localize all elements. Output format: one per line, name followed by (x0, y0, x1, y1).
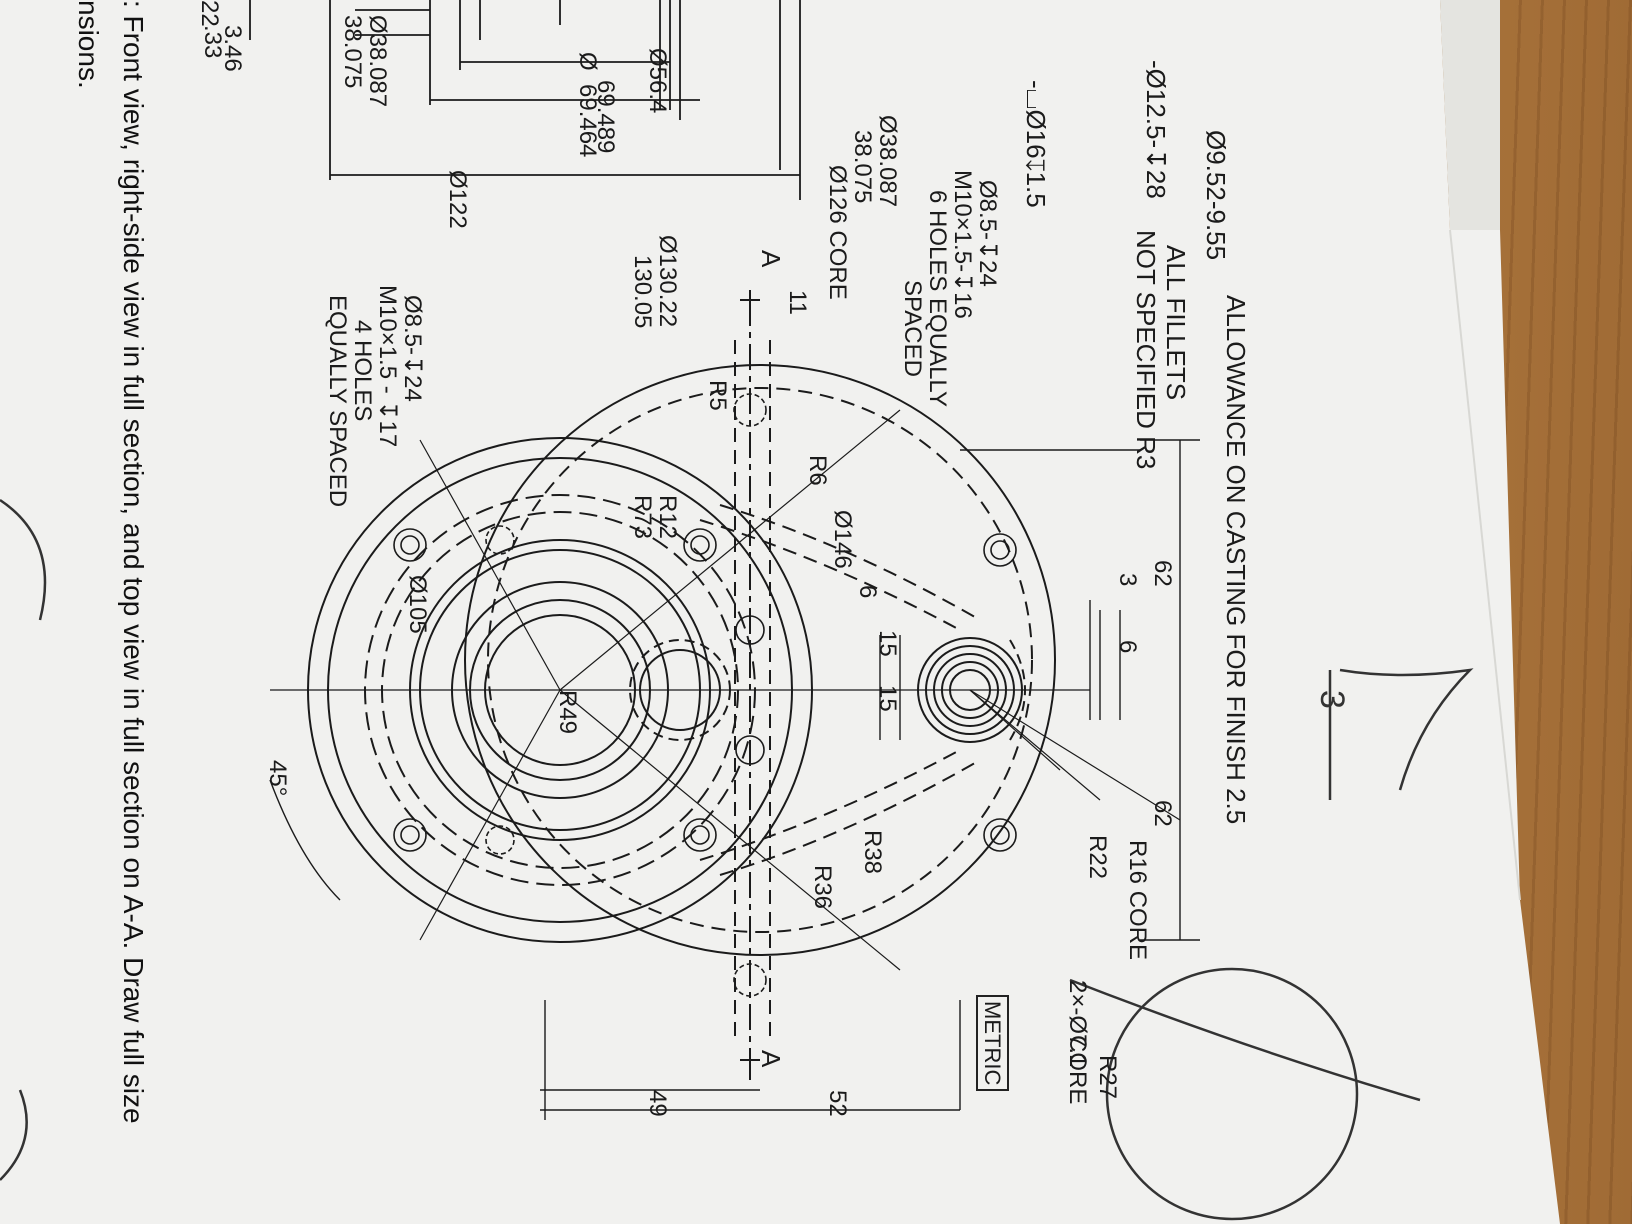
dim-38075-a: 38.075 (339, 15, 366, 89)
handwritten-number: 3 (1313, 690, 1351, 709)
note-holes4-1: Ø8.5-↧24 (399, 295, 426, 402)
dim-38087-b: Ø38.087 (874, 115, 901, 208)
note-holes6-2: M10×1.5-↧16 (949, 170, 976, 319)
dim-13005: 130.05 (629, 255, 656, 329)
section-a-left: A (756, 250, 786, 268)
note-holes4-4: EQUALLY SPACED (324, 295, 351, 508)
dim-11: 11 (784, 290, 811, 315)
metric-label: METRIC (976, 995, 1009, 1092)
note-holes4-3: 4 HOLES (349, 320, 376, 422)
dim-22: 22 (196, 0, 223, 27)
dim-62b: 62 (1149, 800, 1176, 827)
section-a-right: A (756, 1050, 786, 1068)
note-core-r27-1: R27 (1094, 1055, 1121, 1100)
dim-r22: R22 (1084, 835, 1111, 880)
note-core-r27-2: CORE (1064, 1035, 1091, 1105)
note-fillets-2: NOT SPECIFIED R3 (1131, 230, 1161, 470)
note-holes4-2: M10×1.5 - ↧17 (374, 285, 401, 448)
dim-r6: R6 (804, 455, 831, 486)
metric-box: METRIC (976, 995, 1009, 1092)
section-markers (740, 290, 760, 1080)
dim-d952: Ø9.52-9.55 (1201, 130, 1231, 261)
note-holes6-3: 6 HOLES EQUALLY (924, 190, 951, 407)
dim-r36: R36 (809, 865, 836, 910)
dim-d16: -⌴Ø16↧1.5 (1021, 80, 1051, 208)
dim-3: 3 (1114, 573, 1141, 587)
note-holes6-1: Ø8.5-↧24 (974, 180, 1001, 287)
note-core-r16: R16 CORE (1124, 840, 1151, 961)
dim-r12: R12 (654, 495, 681, 540)
dim-49: 49 (644, 1090, 671, 1117)
dim-d564: Ø56.4 (644, 48, 671, 114)
dim-13022: Ø130.22 (654, 235, 681, 328)
dim-r38: R38 (859, 830, 886, 875)
note-holes6-4: SPACED (899, 280, 926, 377)
dim-r5: R5 (704, 380, 731, 411)
dim-6b: 6 (1114, 640, 1141, 654)
dim-69464: 69.464 (574, 84, 601, 158)
dimension-lines (269, 439, 1200, 1120)
dim-r49: R49 (554, 690, 581, 735)
caption-line2: nsions. (73, 0, 104, 89)
dim-15b: 15 (874, 685, 901, 712)
dim-15a: 15 (874, 630, 901, 657)
note-fillets-1: ALL FILLETS (1161, 245, 1191, 401)
dim-38087-a: Ø38.087 (364, 15, 391, 108)
note-core126: Ø126 CORE (824, 165, 851, 300)
handwritten-sketch (0, 498, 1474, 1221)
side-view-fragment (249, 0, 801, 200)
caption-line1: : Front view, right-side view in full se… (118, 0, 149, 1124)
note-allowance: ALLOWANCE ON CASTING FOR FINISH 2.5 (1221, 295, 1251, 825)
dim-6a: 6 (854, 585, 881, 599)
dim-r73: R73 (629, 495, 656, 540)
dim-33: .33 (199, 25, 226, 59)
dim-d125: -Ø12.5-↧28 (1141, 60, 1171, 199)
dim-45deg: 45° (264, 760, 291, 797)
dim-d146: Ø146 (829, 510, 856, 569)
front-view (270, 300, 1181, 1060)
dim-d105: Ø105 (404, 575, 431, 634)
dim-38075-b: 38.075 (849, 130, 876, 204)
dim-69-sym: Ø (574, 52, 601, 71)
dim-62a: 62 (1149, 560, 1176, 587)
dim-d122: Ø122 (444, 170, 471, 229)
dim-52: 52 (824, 1090, 851, 1117)
